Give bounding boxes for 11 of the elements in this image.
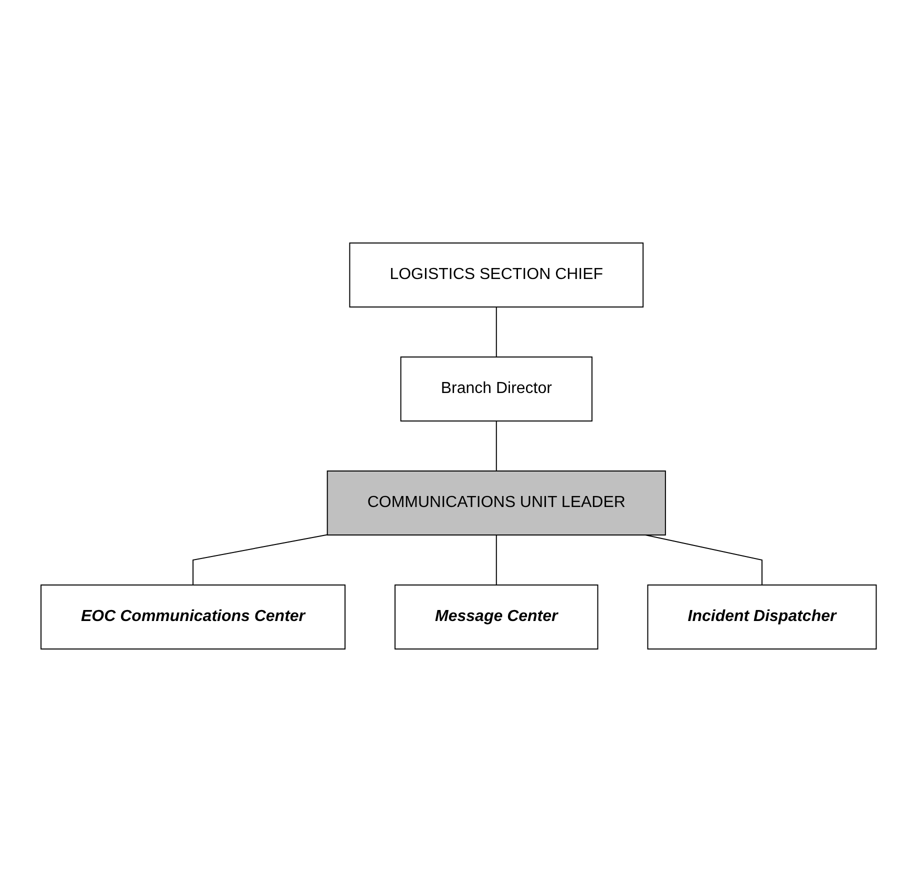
connector (645, 534, 763, 586)
connector (496, 534, 498, 586)
node-box: EOC Communications Center (40, 584, 346, 650)
connector (192, 534, 328, 586)
node-box: LOGISTICS SECTION CHIEF (350, 242, 644, 308)
connector (496, 420, 498, 472)
node-box: Branch Director (400, 356, 593, 422)
connector (496, 306, 498, 358)
node-box: Message Center (394, 584, 599, 650)
node-box: COMMUNICATIONS UNIT LEADER (327, 470, 666, 536)
node-box: Incident Dispatcher (648, 584, 878, 650)
